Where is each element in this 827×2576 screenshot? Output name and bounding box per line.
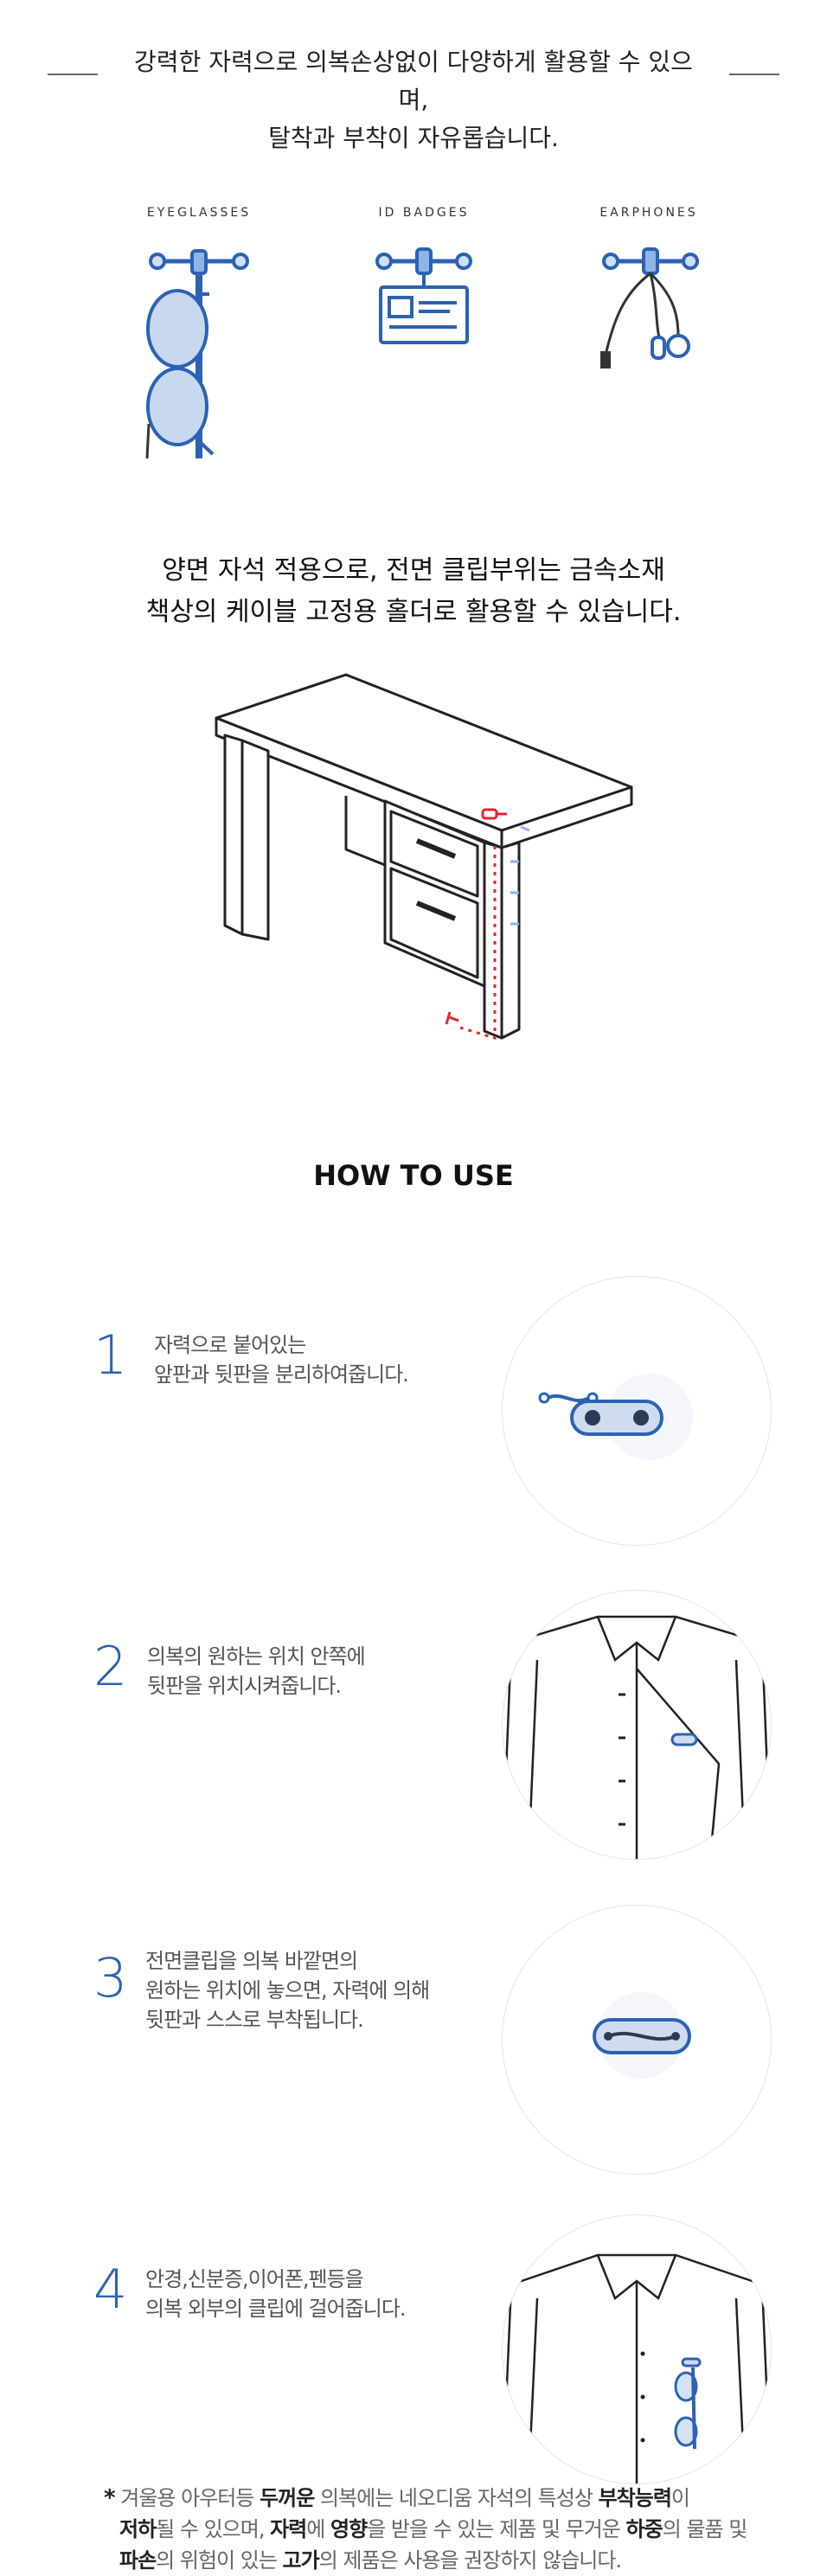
step-1-number: 1 xyxy=(93,1323,128,1387)
step-1-image xyxy=(502,1276,772,1546)
clip-attached-icon xyxy=(593,1992,691,2079)
right-divider xyxy=(729,74,779,75)
note-text: 에 xyxy=(306,2517,330,2541)
note-text: 을 받을 수 있는 제품 및 무거운 xyxy=(367,2517,626,2541)
shirt-with-glasses-icon xyxy=(503,2253,771,2483)
step-2-line-1: 의복의 원하는 위치 안쪽에 xyxy=(147,1644,366,1669)
step-3-line-1: 전면클립을 의복 바깥면의 xyxy=(145,1949,358,1973)
note-star: * xyxy=(104,2485,116,2511)
note-bold: 자력 xyxy=(270,2517,307,2541)
note-text: 의 제품은 사용을 권장하지 않습니다. xyxy=(318,2548,622,2573)
desk-line-1: 양면 자석 적용으로, 전면 클립부위는 금속소재 xyxy=(162,555,665,586)
note-text: 의 위험이 있는 xyxy=(156,2548,283,2573)
clip-separated-icon xyxy=(538,1374,693,1460)
intro-text: 강력한 자력으로 의복손상없이 다양하게 활용할 수 있으며, 탈착과 부착이 … xyxy=(130,43,697,157)
note-bold: 영향 xyxy=(330,2517,368,2541)
note-bold: 고가 xyxy=(282,2548,320,2573)
desk-line-2: 책상의 케이블 고정용 홀더로 활용할 수 있습니다. xyxy=(145,597,682,627)
eyeglasses-icon xyxy=(145,249,249,459)
step-3-line-2: 원하는 위치에 놓으면, 자력에 의해 xyxy=(145,1978,430,2002)
note-text: 의 물품 및 xyxy=(662,2517,748,2541)
desk-section-text: 양면 자석 적용으로, 전면 클립부위는 금속소재 책상의 케이블 고정용 홀더… xyxy=(87,550,740,633)
step-3-image xyxy=(502,1905,772,2175)
step-1-text: 자력으로 붙어있는 앞판과 뒷판을 분리하여줍니다. xyxy=(154,1330,409,1389)
step-3-number: 3 xyxy=(93,1946,128,2009)
note-text: 될 수 있으며, xyxy=(156,2517,271,2541)
note-text: 이 xyxy=(670,2486,690,2510)
note-bold: 부착능력 xyxy=(598,2486,672,2510)
note-bold: 저하 xyxy=(119,2517,157,2541)
step-4-image xyxy=(502,2214,772,2484)
step-4-line-1: 안경,신분증,이어폰,펜등을 xyxy=(145,2267,364,2291)
earphones-icon xyxy=(600,247,699,368)
note-text: 겨울용 아우터등 xyxy=(120,2486,260,2510)
step-4-number: 4 xyxy=(93,2258,128,2321)
use-label-eyeglasses: EYEGLASSES xyxy=(146,206,252,220)
howto-title: HOW TO USE xyxy=(313,1159,514,1192)
step-3-text: 전면클립을 의복 바깥면의 원하는 위치에 놓으면, 자력에 의해 뒷판과 스스… xyxy=(145,1946,430,2035)
note-bold: 하중 xyxy=(625,2517,664,2541)
intro-line-2: 탈착과 부착이 자유롭습니다. xyxy=(268,124,559,152)
note-bold: 파손 xyxy=(119,2548,157,2573)
step-1-line-1: 자력으로 붙어있는 xyxy=(154,1333,306,1357)
step-2-line-2: 뒷판을 위치시켜줍니다. xyxy=(147,1674,342,1698)
step-1-line-2: 앞판과 뒷판을 분리하여줍니다. xyxy=(154,1362,409,1387)
use-label-id-badges: ID BADGES xyxy=(378,206,470,220)
intro-line-1: 강력한 자력으로 의복손상없이 다양하게 활용할 수 있으며, xyxy=(134,48,693,114)
note-text: 의복에는 네오디움 자석의 특성상 xyxy=(314,2486,599,2510)
use-label-earphones: EARPHONES xyxy=(599,206,698,220)
left-divider xyxy=(48,74,98,75)
id-badge-icon xyxy=(375,247,472,344)
note-bold: 두꺼운 xyxy=(260,2486,315,2510)
step-2-number: 2 xyxy=(93,1635,128,1698)
desk-illustration xyxy=(215,673,633,1041)
shirt-inside-icon xyxy=(503,1615,771,1859)
step-3-line-3: 뒷판과 스스로 부착됩니다. xyxy=(145,2008,364,2032)
step-4-text: 안경,신분증,이어폰,펜등을 의복 외부의 클립에 걸어줍니다. xyxy=(145,2265,407,2323)
step-4-line-2: 의복 외부의 클립에 걸어줍니다. xyxy=(145,2297,407,2321)
warning-note: * 겨울용 아우터등 두꺼운 의복에는 네오디움 자석의 특성상 부착능력이 저… xyxy=(104,2483,796,2576)
step-2-image xyxy=(502,1590,772,1860)
step-2-text: 의복의 원하는 위치 안쪽에 뒷판을 위치시켜줍니다. xyxy=(147,1642,366,1701)
